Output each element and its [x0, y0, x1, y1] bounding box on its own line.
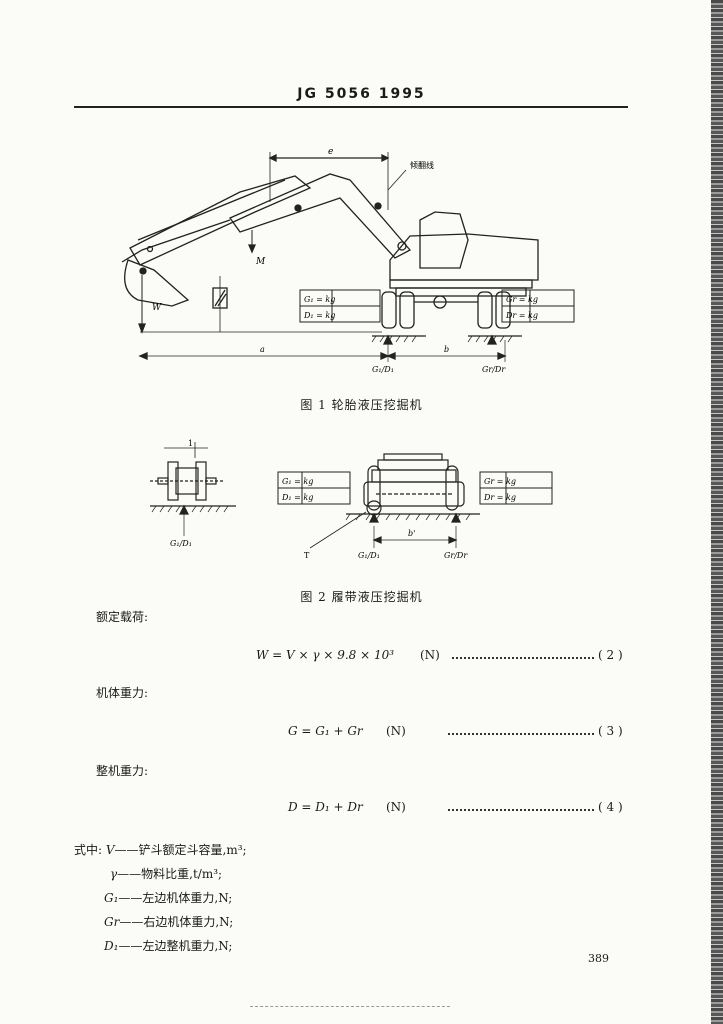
fig2-left-table-row1: G₁ = kg: [282, 477, 313, 486]
scan-edge-artifact: [711, 0, 723, 1024]
formula-body-weight-leader: [448, 733, 594, 735]
fig2-top-mark: 1: [188, 439, 193, 448]
definition-symbol: Gr: [104, 915, 120, 929]
formula-machine-weight-leader: [448, 809, 594, 811]
equation-number-3: ( 3 ): [598, 724, 623, 738]
definition-symbol: G₁: [104, 891, 119, 905]
definition-line: G₁——左边机体重力,N;: [74, 886, 247, 910]
fig1-tipping-line-label: 倾翻线: [410, 160, 434, 170]
definition-line: Gr——右边机体重力,N;: [74, 910, 247, 934]
section-machine-weight-label: 整机重力:: [96, 764, 149, 778]
definition-text: ——铲斗额定斗容量,m³;: [114, 843, 247, 857]
figure-1-wheeled-excavator: e 倾翻线 M W a b G₁/D₁ Gr/Dr G₁ = kg D₁ = k…: [121, 147, 575, 374]
fig1-dim-b: b: [444, 345, 449, 354]
formula-rated-load-leader: [452, 657, 594, 659]
fig1-left-table-row2: D₁ = kg: [303, 311, 335, 320]
definition-text: ——右边机体重力,N;: [119, 915, 234, 929]
fig1-left-support-label: G₁/D₁: [372, 365, 394, 374]
standard-code-header: JG 5056 1995: [297, 86, 426, 102]
definition-line: γ——物料比重,t/m³;: [74, 862, 247, 886]
definitions-intro-line: 式中: V——铲斗额定斗容量,m³;: [74, 838, 247, 862]
fig2-right-table-row1: Gr = kg: [484, 477, 516, 486]
bottom-scan-mark: [250, 1006, 450, 1007]
symbol-definitions: 式中: V——铲斗额定斗容量,m³; γ——物料比重,t/m³; G₁——左边机…: [74, 838, 247, 958]
fig1-right-support-label: Gr/Dr: [482, 365, 506, 374]
definition-text: ——物料比重,t/m³;: [117, 867, 223, 881]
fig2-left-support-label: G₁/D₁: [170, 539, 192, 548]
equation-number-4: ( 4 ): [598, 800, 623, 814]
figure-1-caption: 图 1 轮胎液压挖掘机: [300, 398, 423, 412]
figure-2-caption: 图 2 履带液压挖掘机: [300, 590, 423, 604]
definition-symbol: V: [105, 843, 115, 857]
fig1-dim-e: e: [328, 147, 333, 157]
formula-rated-load: W = V × γ × 9.8 × 10³: [256, 648, 395, 662]
fig2-mid-support-label: G₁/D₁: [358, 551, 380, 560]
definition-symbol: D₁: [104, 939, 119, 953]
definition-line: D₁——左边整机重力,N;: [74, 934, 247, 958]
fig1-right-table-row1: Gr = kg: [506, 295, 538, 304]
fig2-right-table-row2: Dr = kg: [483, 493, 516, 502]
definition-text: ——左边整机重力,N;: [118, 939, 233, 953]
page-number: 389: [588, 952, 609, 965]
equation-number-2: ( 2 ): [598, 648, 623, 662]
fig1-moment-label: M: [255, 257, 266, 267]
fig1-left-table-row1: G₁ = kg: [304, 295, 335, 304]
definition-symbol: γ: [110, 867, 118, 881]
fig2-left-table-row2: D₁ = kg: [281, 493, 313, 502]
fig2-dim-b: b': [408, 529, 415, 538]
formula-machine-weight: D = D₁ + Dr: [288, 800, 363, 814]
section-rated-load-label: 额定载荷:: [96, 610, 149, 624]
section-body-weight-label: 机体重力:: [96, 686, 149, 700]
formula-body-weight-unit: (N): [386, 724, 406, 738]
fig1-dim-a: a: [260, 345, 265, 354]
header-rule: [74, 106, 628, 108]
fig1-weight-label: W: [152, 303, 162, 313]
formula-rated-load-unit: (N): [420, 648, 440, 662]
fig2-right-support-label: Gr/Dr: [444, 551, 468, 560]
figure-2-crawler-excavator: 1 G₁/D₁ T b' G₁/D₁ Gr/Dr G₁ = kg D₁ = kg…: [150, 439, 553, 560]
formula-machine-weight-unit: (N): [386, 800, 406, 814]
definition-text: ——左边机体重力,N;: [118, 891, 233, 905]
formula-body-weight: G = G₁ + Gr: [288, 724, 363, 738]
definitions-intro: 式中:: [74, 843, 103, 857]
fig2-bottom-mark: T: [304, 551, 310, 560]
fig1-right-table-row2: Dr = kg: [505, 311, 538, 320]
